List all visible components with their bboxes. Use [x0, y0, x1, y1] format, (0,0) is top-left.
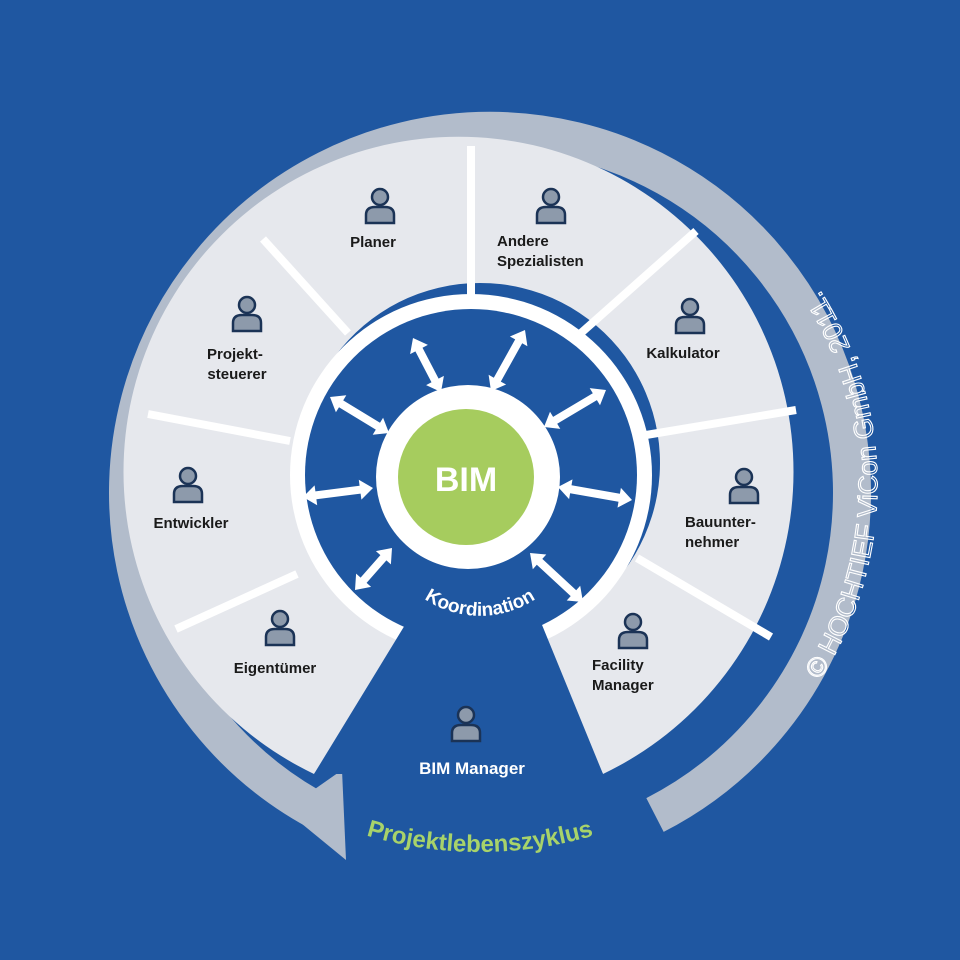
bim-circle: [398, 409, 534, 545]
double-arrow: [355, 548, 392, 590]
person-icon: [450, 705, 482, 743]
person-icon: [231, 295, 263, 333]
person-icon: [674, 297, 706, 335]
role-facility-manager: Facility Manager: [592, 612, 654, 694]
coordination-arrows: [303, 330, 632, 602]
manager-notch: [314, 620, 603, 774]
role-planer: Planer: [350, 187, 396, 251]
manager-label: BIM Manager: [419, 759, 525, 778]
role-projektsteuerer: Projekt- steuerer: [207, 295, 267, 383]
role-label: Bauunter- nehmer: [685, 514, 760, 551]
double-arrow: [558, 479, 632, 508]
person-icon: [535, 187, 567, 225]
role-kalkulator: Kalkulator: [646, 297, 720, 362]
double-arrow: [303, 479, 373, 506]
role-bim-manager: BIM Manager: [419, 705, 525, 778]
role-eigentuemer: Eigentümer: [234, 609, 317, 677]
double-arrow: [410, 338, 444, 392]
lifecycle-arrow-head: [285, 770, 346, 860]
role-bauunternehmer: Bauunter- nehmer: [685, 467, 760, 551]
double-arrow: [544, 388, 606, 429]
role-label: Entwickler: [153, 515, 228, 532]
role-label: Facility Manager: [592, 657, 654, 694]
person-icon: [617, 612, 649, 650]
person-icon: [172, 466, 204, 504]
person-icon: [264, 609, 296, 647]
role-label: Projekt- steuerer: [207, 346, 267, 383]
lifecycle-arrow-band: [109, 111, 871, 832]
person-icon: [364, 187, 396, 225]
double-arrow: [330, 395, 389, 435]
bim-label: BIM: [435, 461, 497, 499]
person-icon: [728, 467, 760, 505]
segment-dividers: [147, 146, 797, 641]
role-label: Kalkulator: [646, 345, 720, 362]
role-label: Planer: [350, 234, 396, 251]
role-entwickler: Entwickler: [153, 466, 229, 532]
role-label: Eigentümer: [234, 660, 317, 677]
double-arrow: [488, 330, 528, 391]
role-andere-spezialisten: Andere Spezialisten: [497, 187, 584, 270]
double-arrow: [530, 553, 583, 602]
role-label: Andere Spezialisten: [497, 233, 584, 270]
